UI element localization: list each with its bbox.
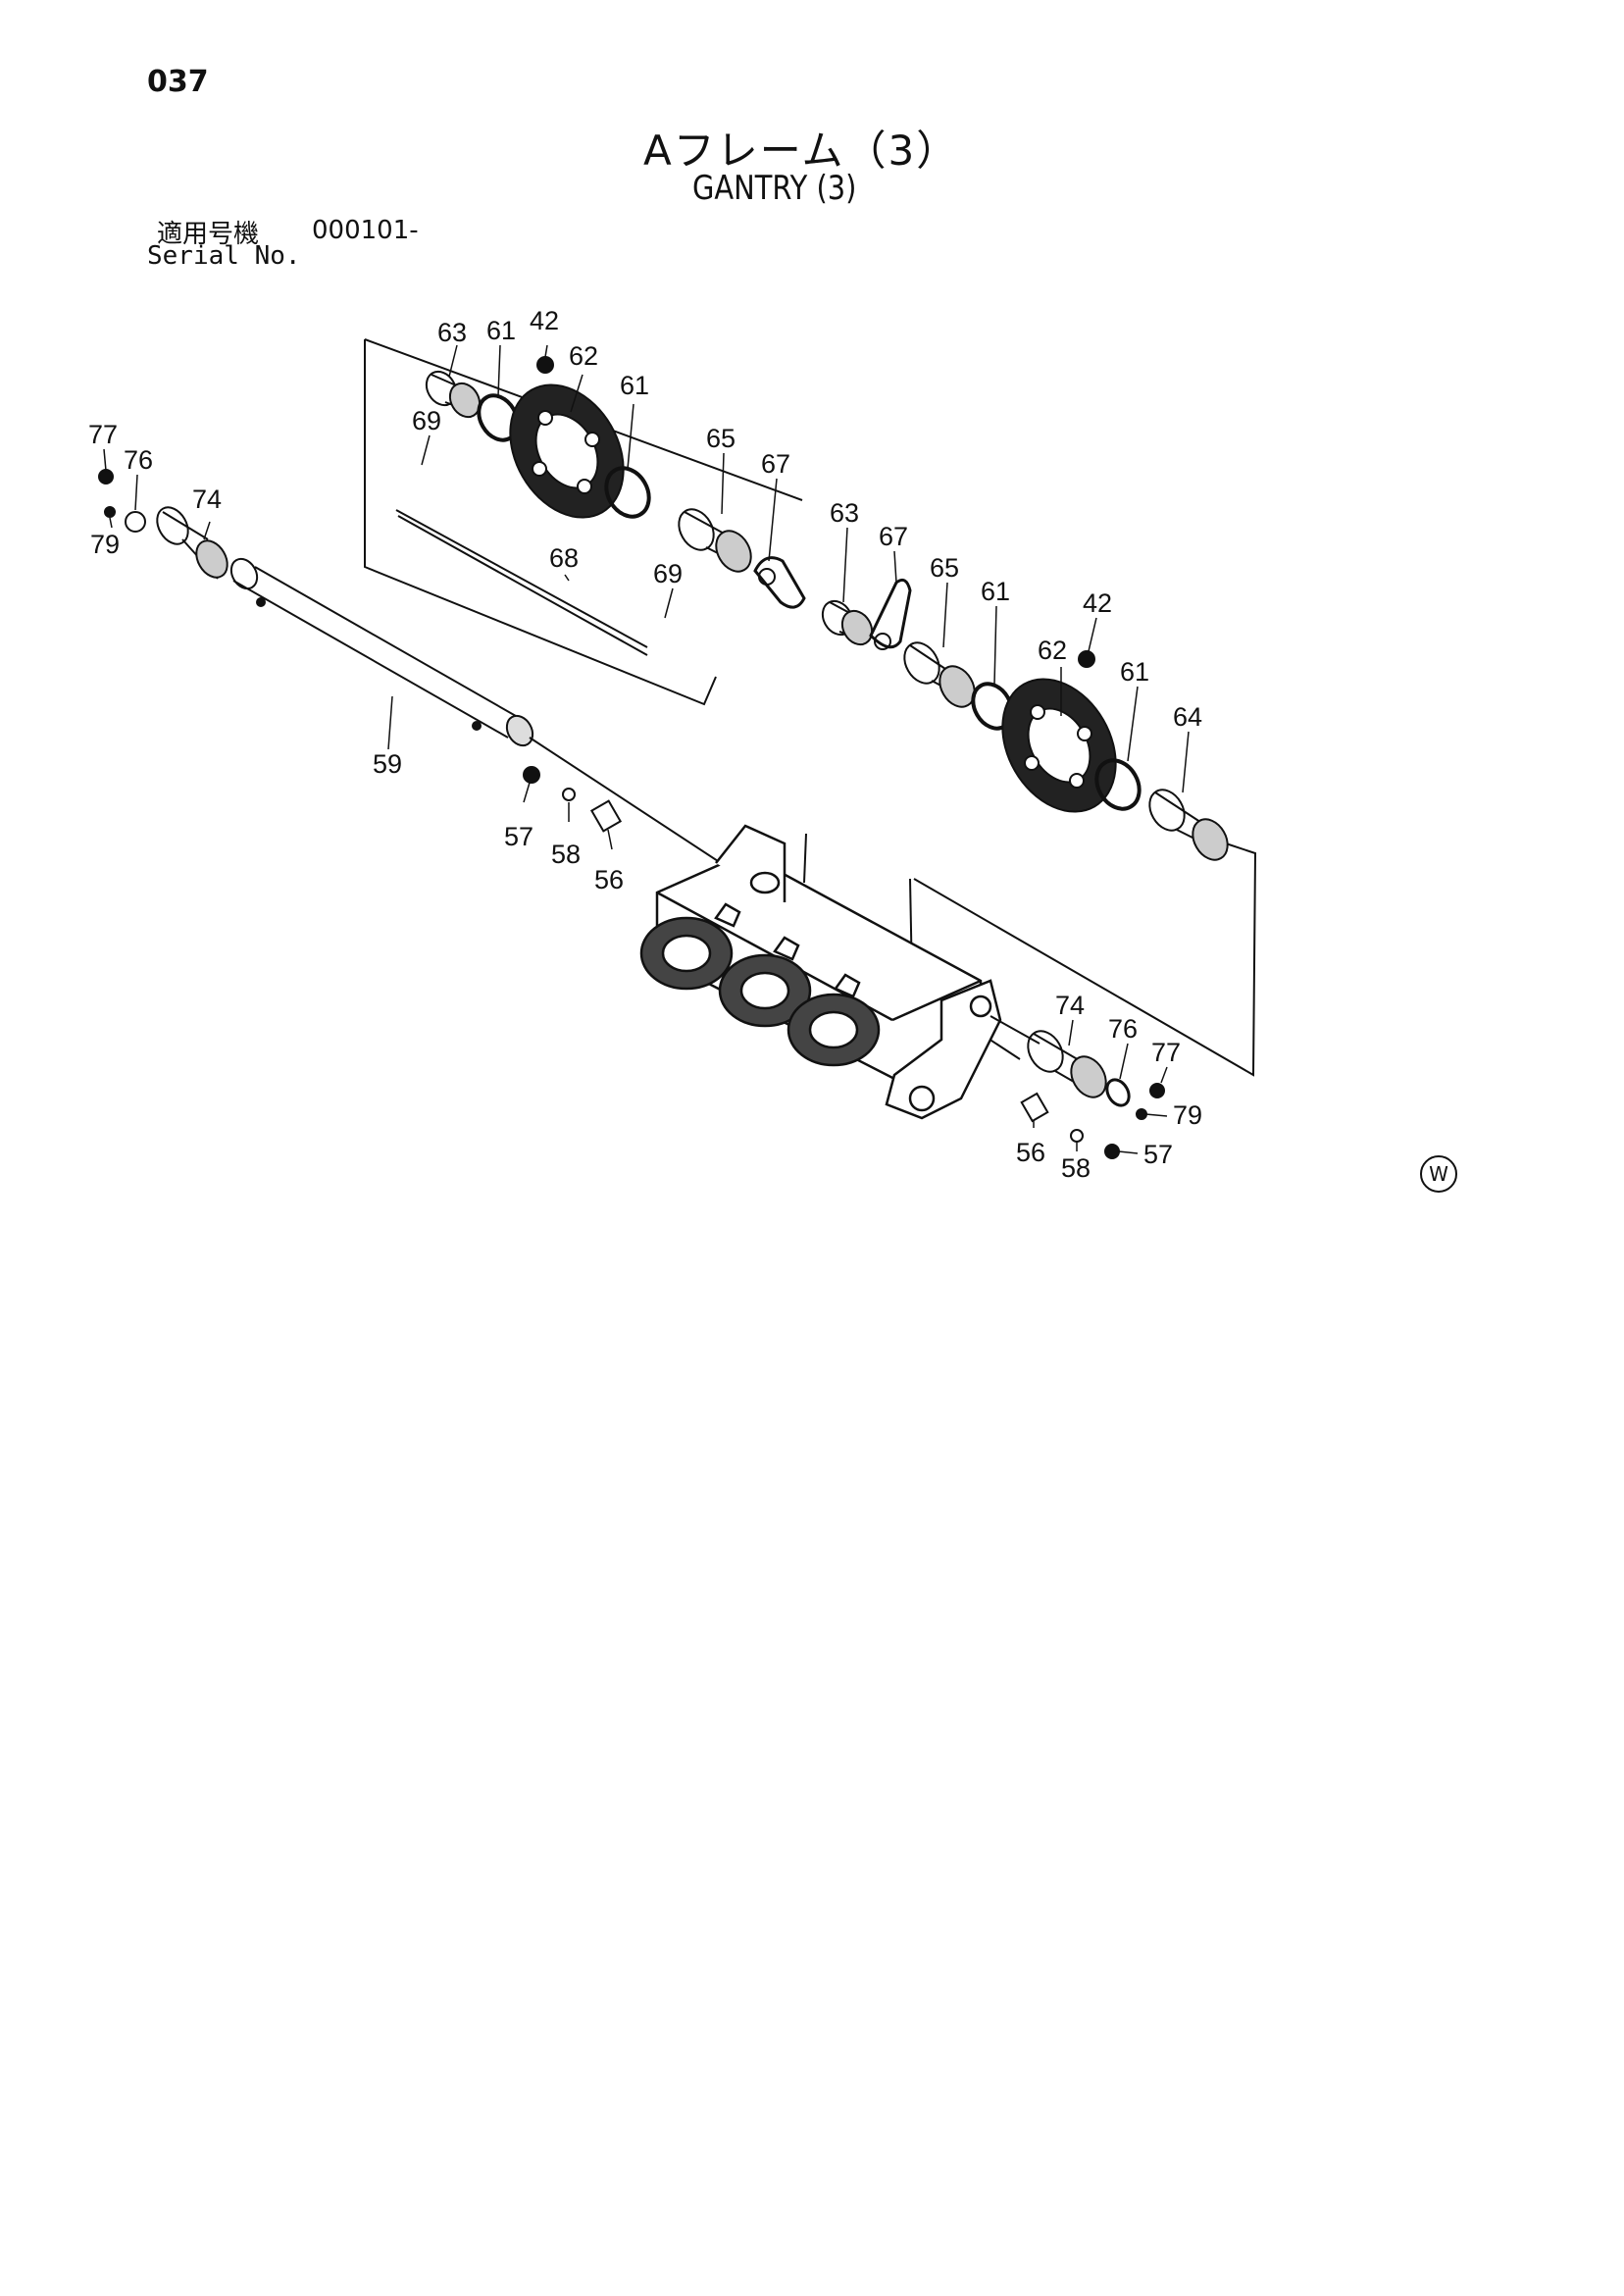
bushing-64 [1148, 789, 1229, 861]
callout-74: 74 [1055, 991, 1085, 1020]
bushing-63-lower [821, 599, 874, 646]
washer-58-left [562, 788, 576, 801]
group-bracket-right [913, 842, 1257, 1077]
plate-67-upper [753, 556, 806, 609]
pin-79-left [104, 506, 116, 518]
callout-74: 74 [192, 485, 222, 514]
callout-64: 64 [1173, 702, 1202, 732]
callout-63: 63 [830, 498, 859, 528]
callout-69: 69 [653, 559, 683, 588]
shaft-59 [229, 557, 534, 747]
callout-67: 67 [879, 522, 908, 551]
bushing-65-lower [903, 641, 976, 708]
nut-42-upper [536, 356, 554, 374]
callout-59: 59 [373, 749, 402, 779]
callout-65: 65 [706, 424, 736, 453]
bushing-63-upper [425, 370, 482, 419]
callout-79: 79 [1173, 1100, 1202, 1130]
seal-61-lower-b [1094, 758, 1142, 811]
callout-61: 61 [1120, 657, 1149, 687]
sheave-62-lower [1001, 678, 1117, 813]
callout-61: 61 [981, 577, 1010, 606]
callout-57: 57 [1143, 1140, 1173, 1169]
bushing-74-right [1027, 1030, 1107, 1098]
group-bracket-upper [364, 339, 717, 706]
w-circle-mark: W [1420, 1155, 1457, 1193]
bushing-74-left [156, 506, 228, 580]
serial-value: 000101- [312, 216, 419, 245]
pin-79-right [1136, 1108, 1147, 1120]
axis-line-right [990, 1015, 1040, 1045]
gantry-frame [639, 824, 1002, 1120]
callout-76: 76 [1108, 1014, 1138, 1044]
callout-67: 67 [761, 449, 790, 479]
callout-62: 62 [569, 341, 598, 371]
callout-58: 58 [551, 840, 581, 869]
callout-42: 42 [530, 306, 559, 335]
page-number: 037 [147, 65, 209, 99]
serial-label-jp: 適用号機 [157, 220, 260, 249]
rod-68 [395, 509, 648, 656]
bushing-65-upper [678, 508, 752, 573]
callout-76: 76 [124, 445, 153, 475]
bolt-57-left [523, 766, 540, 784]
callout-69: 69 [412, 406, 441, 435]
page-title-en: GANTRY (3) [692, 169, 857, 208]
callout-42: 42 [1083, 588, 1112, 618]
washer-58-right [1070, 1129, 1084, 1143]
callout-63: 63 [437, 318, 467, 347]
nut-42-lower [1078, 650, 1095, 668]
plate-67-lower [869, 578, 912, 650]
callout-labels: 63 61 42 62 61 69 65 67 63 67 68 69 65 6… [88, 306, 1202, 1183]
leader-lines [103, 344, 1190, 1154]
callout-61: 61 [486, 316, 516, 345]
callout-57: 57 [504, 822, 533, 851]
sheave-62-upper [509, 383, 625, 519]
callout-79: 79 [90, 530, 120, 559]
callout-58: 58 [1061, 1153, 1091, 1183]
page-title-jp: Aフレーム（3） [643, 127, 960, 175]
callout-68: 68 [549, 543, 579, 573]
callout-56: 56 [1016, 1138, 1045, 1167]
screw-77-right [1149, 1083, 1165, 1098]
serial-label-en: Serial No. [147, 241, 301, 271]
screw-77-left [98, 469, 114, 485]
seal-61-upper-b [604, 466, 651, 519]
bolt-57-right [1104, 1144, 1120, 1159]
callout-61: 61 [620, 371, 649, 400]
callout-62: 62 [1038, 636, 1067, 665]
leader-line [803, 833, 807, 884]
washer-76-left [125, 511, 146, 533]
plate-56-right [1020, 1092, 1049, 1123]
washer-76-right [1105, 1078, 1131, 1107]
callout-77: 77 [88, 420, 118, 449]
plate-56-left [589, 799, 623, 833]
callout-56: 56 [594, 865, 624, 894]
callout-77: 77 [1151, 1038, 1181, 1067]
callout-65: 65 [930, 553, 959, 583]
